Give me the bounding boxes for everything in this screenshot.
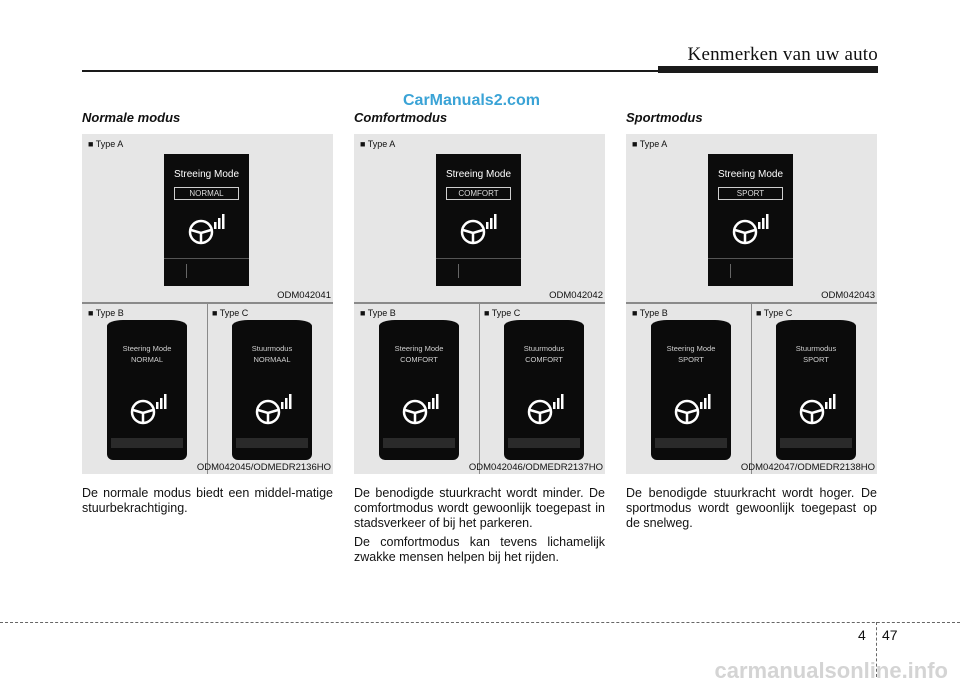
type-b-label: ■ Type B: [88, 308, 124, 318]
cluster-type-b: Steering Mode NORMAL: [107, 320, 187, 460]
header-rule: [82, 70, 658, 72]
section-title: Comfortmodus: [354, 110, 448, 125]
screen-title: Streeing Mode: [445, 169, 512, 180]
figure-code-a: ODM042041: [277, 290, 331, 301]
paragraph: De benodigde stuurkracht wordt minder. D…: [354, 486, 605, 530]
display-screen-type-a: Streeing Mode NORMAL: [164, 154, 249, 286]
cluster-title: Stuurmodus: [523, 344, 565, 353]
watermark-top[interactable]: CarManuals2.com: [403, 92, 540, 109]
footer-rule: [0, 622, 960, 623]
column-normal: Normale modus ■ Type A Streeing Mode NOR…: [82, 110, 333, 520]
panel-divider: [82, 302, 333, 304]
paragraph: De benodigde stuurkracht wordt hoger. De…: [626, 486, 877, 530]
type-a-label: ■ Type A: [360, 139, 396, 149]
watermark-bottom[interactable]: carmanualsonline.info: [714, 658, 949, 683]
screen-title: Streeing Mode: [717, 169, 784, 180]
section-title: Normale modus: [82, 110, 181, 125]
chapter-number: 4: [858, 627, 866, 643]
screen-title: Streeing Mode: [173, 169, 240, 180]
type-c-label: ■ Type C: [756, 308, 793, 318]
panel-vertical-divider: [207, 304, 208, 474]
figure-code-bc: ODM042046/ODMEDR2137HO: [468, 462, 603, 473]
cluster-bar: [508, 438, 580, 448]
description: De normale modus biedt een middel-matige…: [82, 486, 333, 516]
paragraph: De comfortmodus kan tevens lichamelijk z…: [354, 535, 605, 564]
figure-panel: ■ Type A Streeing Mode COMFORT ODM042042…: [354, 134, 605, 474]
panel-divider: [354, 302, 605, 304]
cluster-mode: NORMAL: [130, 355, 164, 364]
cluster-title: Stuurmodus: [795, 344, 837, 353]
type-b-label: ■ Type B: [632, 308, 668, 318]
display-screen-type-a: Streeing Mode SPORT: [708, 154, 793, 286]
cluster-mode: SPORT: [678, 355, 704, 364]
section-title: Sportmodus: [626, 110, 703, 125]
cluster-type-c: Stuurmodus SPORT: [776, 320, 856, 460]
steering-wheel-icon: [188, 214, 225, 245]
header-title: Kenmerken van uw auto: [687, 44, 878, 65]
cluster-type-c: Stuurmodus COMFORT: [504, 320, 584, 460]
screen-separator: [708, 258, 793, 259]
screen-mode-box: NORMAL: [174, 187, 239, 200]
figure-code-bc: ODM042045/ODMEDR2136HO: [196, 462, 331, 473]
type-c-label: ■ Type C: [484, 308, 521, 318]
type-b-label: ■ Type B: [360, 308, 396, 318]
steering-wheel-icon: [255, 394, 292, 425]
figure-panel: ■ Type A Streeing Mode NORMAL ODM042041 …: [82, 134, 333, 474]
column-sport: Sportmodus ■ Type A Streeing Mode SPORT …: [626, 110, 877, 535]
display-screen-type-a: Streeing Mode COMFORT: [436, 154, 521, 286]
screen-tick: [730, 264, 731, 278]
cluster-type-b: Steering Mode COMFORT: [379, 320, 459, 460]
screen-mode-box: SPORT: [718, 187, 783, 200]
cluster-type-b: Steering Mode SPORT: [651, 320, 731, 460]
cluster-type-c: Stuurmodus NORMAAL: [232, 320, 312, 460]
screen-tick: [458, 264, 459, 278]
steering-wheel-icon: [527, 394, 564, 425]
type-c-label: ■ Type C: [212, 308, 249, 318]
cluster-bar: [780, 438, 852, 448]
cluster-bar: [236, 438, 308, 448]
steering-wheel-icon: [732, 214, 769, 245]
cluster-bar: [655, 438, 727, 448]
figure-code-a: ODM042043: [821, 290, 875, 301]
column-comfort: Comfortmodus ■ Type A Streeing Mode COMF…: [354, 110, 605, 569]
cluster-title: Stuurmodus: [251, 344, 293, 353]
cluster-mode: NORMAAL: [253, 355, 291, 364]
type-a-label: ■ Type A: [632, 139, 668, 149]
panel-vertical-divider: [751, 304, 752, 474]
steering-wheel-icon: [402, 394, 439, 425]
cluster-mode: SPORT: [803, 355, 829, 364]
cluster-mode: COMFORT: [525, 355, 563, 364]
page-number: 47: [882, 627, 898, 643]
screen-separator: [436, 258, 521, 259]
screen-separator: [164, 258, 249, 259]
cluster-title: Steering Mode: [394, 344, 444, 353]
description: De benodigde stuurkracht wordt hoger. De…: [626, 486, 877, 531]
screen-mode-box: COMFORT: [446, 187, 511, 200]
type-a-label: ■ Type A: [88, 139, 124, 149]
panel-vertical-divider: [479, 304, 480, 474]
header-rule-accent: [658, 66, 878, 73]
steering-wheel-icon: [674, 394, 711, 425]
cluster-title: Steering Mode: [122, 344, 172, 353]
description: De benodigde stuurkracht wordt minder. D…: [354, 486, 605, 565]
cluster-mode: COMFORT: [400, 355, 438, 364]
paragraph: De normale modus biedt een middel-matige…: [82, 486, 333, 515]
footer-page-divider: [876, 622, 877, 677]
cluster-title: Steering Mode: [666, 344, 716, 353]
figure-panel: ■ Type A Streeing Mode SPORT ODM042043 ■…: [626, 134, 877, 474]
cluster-bar: [111, 438, 183, 448]
panel-divider: [626, 302, 877, 304]
cluster-bar: [383, 438, 455, 448]
steering-wheel-icon: [130, 394, 167, 425]
screen-tick: [186, 264, 187, 278]
figure-code-bc: ODM042047/ODMEDR2138HO: [740, 462, 875, 473]
figure-code-a: ODM042042: [549, 290, 603, 301]
steering-wheel-icon: [799, 394, 836, 425]
steering-wheel-icon: [460, 214, 497, 245]
